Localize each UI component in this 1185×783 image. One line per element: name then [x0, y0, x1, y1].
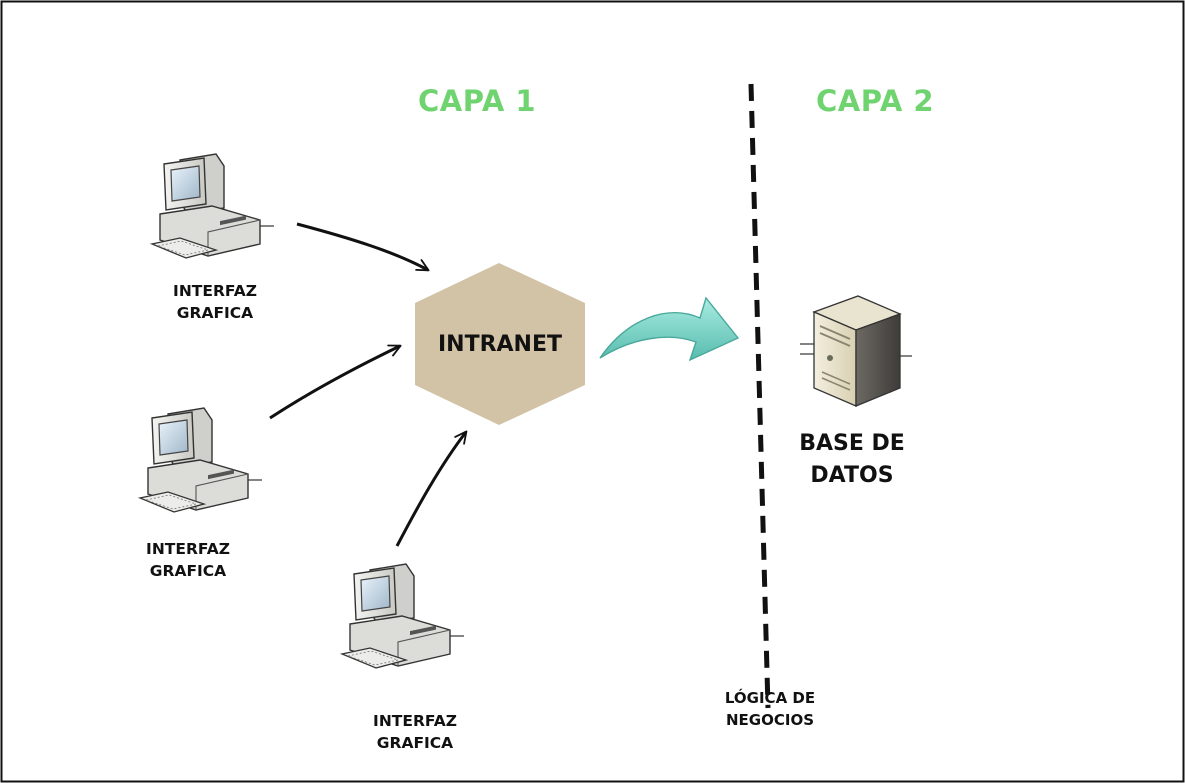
client-label-line2: GRAFICA [176, 304, 254, 323]
business-logic-label: LÓGICA DE NEGOCIOS [680, 688, 860, 732]
client-label-line2: GRAFICA [149, 562, 227, 581]
transfer-arrow [599, 296, 740, 362]
layer-2-title: CAPA 2 [816, 84, 935, 118]
connection-arrow [269, 344, 402, 420]
business-logic-line1: LÓGICA DE [724, 689, 816, 707]
database-label: BASE DE DATOS [762, 428, 942, 492]
client-label: INTERFAZ GRAFICA [130, 280, 300, 325]
intranet-label: INTRANET [437, 332, 563, 357]
business-logic-line2: NEGOCIOS [725, 710, 814, 729]
database-label-line2: DATOS [810, 462, 894, 488]
client-label: INTERFAZ GRAFICA [330, 710, 500, 755]
connection-arrow [395, 430, 468, 547]
client-label-line1: INTERFAZ [146, 540, 230, 558]
layer-divider-line [748, 83, 771, 709]
database-label-line1: BASE DE [799, 431, 905, 456]
intranet-hexagon [415, 263, 585, 425]
client-label-line1: INTERFAZ [373, 712, 457, 730]
client-label-line1: INTERFAZ [173, 282, 257, 300]
layer-1-title: CAPA 1 [418, 84, 537, 118]
client-label: INTERFAZ GRAFICA [103, 538, 273, 583]
server-icon [800, 295, 912, 407]
client-label-line2: GRAFICA [376, 734, 454, 753]
connection-arrow [296, 222, 430, 272]
